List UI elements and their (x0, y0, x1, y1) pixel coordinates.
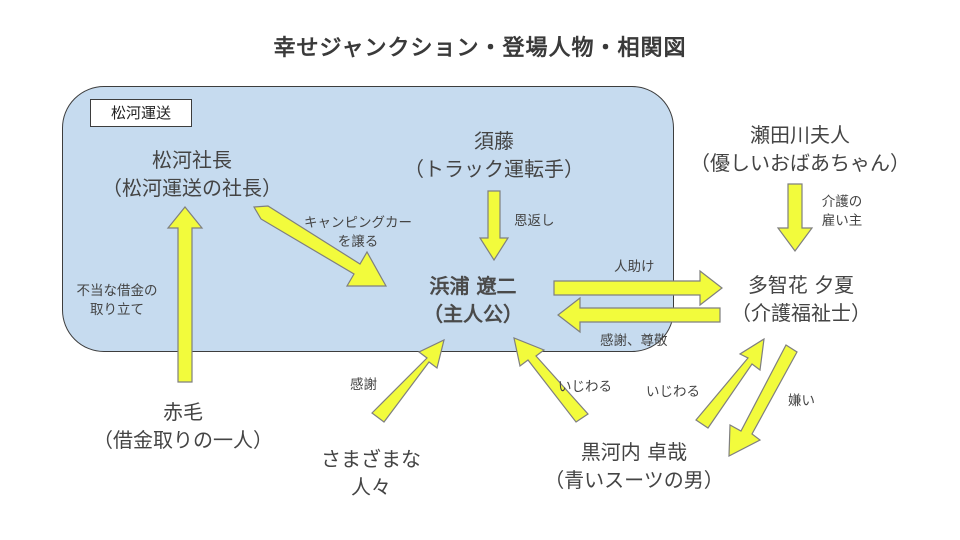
arrow-tachibana-to-kurokouchi (728, 344, 798, 458)
relation-text: 取り立て (90, 302, 144, 318)
arrow-kurokouchi-to-hamaura (513, 337, 589, 423)
relation-text: キャンピングカー (304, 215, 412, 231)
relation-text: を譲る (337, 234, 379, 250)
arrow-matsukawa-to-hamaura (252, 205, 388, 287)
character-matsukawa: 松河社長 （松河運送の社長） (62, 146, 322, 202)
character-role: （優しいおばあちゃん） (690, 151, 910, 175)
relation-text: 不当な借金の (76, 283, 158, 299)
character-role: （青いスーツの男） (544, 468, 724, 492)
character-role: （主人公） (423, 302, 523, 326)
character-name: 須藤 (474, 129, 514, 153)
character-role: （トラック運転手） (404, 157, 584, 181)
relation-text: 介護の (821, 194, 863, 210)
company-group-label: 松河運送 (90, 99, 192, 127)
arrow-tachibana-to-hamaura (557, 296, 721, 334)
character-role: （借金取りの一人） (93, 428, 273, 452)
character-name: 瀬田川夫人 (750, 123, 850, 147)
character-setagawa: 瀬田川夫人 （優しいおばあちゃん） (668, 121, 932, 177)
character-sudo: 須藤 （トラック運転手） (394, 127, 594, 183)
arrow-sudo-to-hamaura (478, 190, 510, 262)
relation-label-kaigo: 介護の 雇い主 (812, 193, 872, 231)
arrow-hamaura-to-tachibana (553, 269, 723, 307)
character-role: 人々 (351, 475, 391, 499)
character-kurokouchi: 黒河内 卓哉 （青いスーツの男） (534, 438, 734, 494)
character-role: （松河運送の社長） (102, 176, 282, 200)
character-name: 松河社長 (152, 148, 232, 172)
relation-label-hitodasuke: 人助け (614, 259, 655, 275)
relation-label-kansha: 感謝 (350, 377, 377, 393)
arrow-people-to-hamaura (371, 338, 445, 423)
character-name: 黒河内 卓哉 (580, 440, 688, 464)
relation-text: 雇い主 (821, 213, 863, 229)
relation-label-kansha-sonkei: 感謝、尊敬 (600, 333, 668, 349)
character-akage: 赤毛 （借金取りの一人） (78, 398, 288, 454)
diagram-title: 幸せジャンクション・登場人物・相関図 (273, 36, 687, 61)
character-hamaura: 浜浦 遼二 （主人公） (398, 272, 548, 328)
relation-label-ongaeshi: 恩返し (514, 213, 555, 229)
arrow-kurokouchi-to-tachibana (695, 337, 765, 429)
arrow-akage-to-matsukawa (166, 206, 204, 383)
relation-label-futou: 不当な借金の 取り立て (62, 282, 172, 320)
character-name: 浜浦 遼二 (429, 274, 517, 298)
character-name: さまざまな (321, 447, 421, 471)
character-role: （介護福祉士） (731, 301, 871, 325)
character-people: さまざまな 人々 (306, 445, 436, 501)
relation-label-kirai: 嫌い (788, 393, 815, 409)
relation-label-camper: キャンピングカー を譲る (298, 214, 418, 252)
arrow-setagawa-to-tachibana (776, 183, 814, 253)
character-name: 赤毛 (163, 400, 203, 424)
relation-label-ijiwaru-hamaura: いじわる (558, 379, 612, 395)
character-name: 多智花 夕夏 (747, 273, 855, 297)
relation-label-ijiwaru-tachibana: いじわる (646, 384, 700, 400)
character-tachibana: 多智花 夕夏 （介護福祉士） (716, 271, 886, 327)
